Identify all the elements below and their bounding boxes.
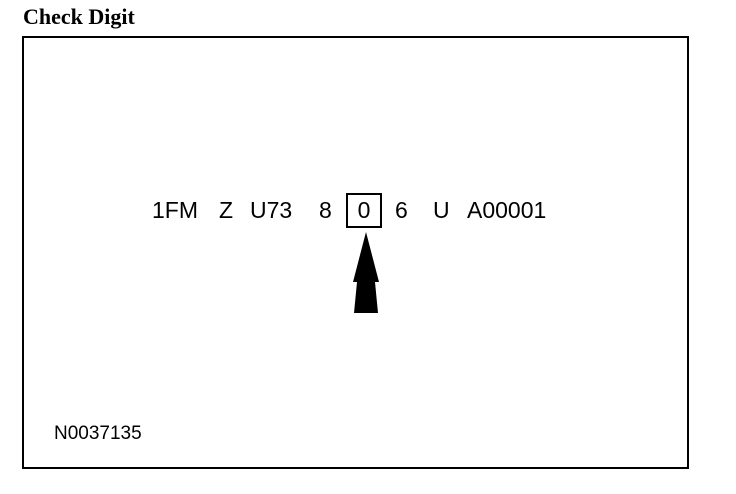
up-arrow-icon (353, 232, 379, 313)
vin-segment-engine: 8 (319, 197, 332, 223)
vin-segment-model: U73 (250, 197, 293, 223)
vin-segment-serial: A00001 (467, 197, 547, 223)
figure-id: N0037135 (54, 423, 142, 444)
page-title: Check Digit (23, 4, 135, 29)
vin-segment-plant: U (433, 197, 450, 223)
check-digit-box: 0 (346, 193, 382, 228)
vin-segment-wmi: 1FM (152, 197, 198, 223)
diagram-frame (22, 36, 689, 469)
vin-segment-restraint: Z (219, 197, 234, 223)
vin-segment-model-year: 6 (395, 197, 408, 223)
check-digit-value: 0 (357, 197, 371, 223)
